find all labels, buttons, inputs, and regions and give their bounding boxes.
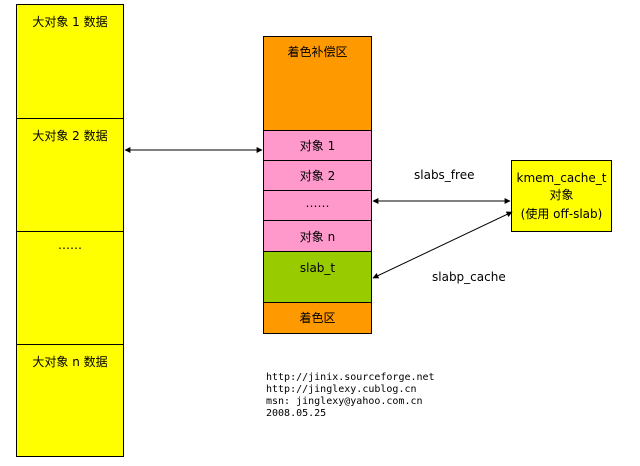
large-object-1-label: 大对象 1 数据 [32,15,108,29]
slab-t-area: slab_t [263,251,372,303]
credit-line-3: msn: jinglexy@yahoo.com.cn [266,396,423,407]
slabs-free-label: slabs_free [414,168,475,182]
kmem-cache-box: kmem_cache_t 对象 (使用 off-slab) [511,160,612,232]
credit-line-1: http://jinix.sourceforge.net [266,372,435,383]
object-n-label: 对象 n [299,230,336,244]
object-1-cell: 对象 1 [263,130,372,161]
object-n-cell: 对象 n [263,220,372,252]
object-1-label: 对象 1 [299,139,336,153]
kmem-cache-line2: 对象 [549,188,574,202]
kmem-cache-line1: kmem_cache_t [516,171,607,185]
object-2-label: 对象 2 [299,169,336,183]
object-2-cell: 对象 2 [263,160,372,191]
slabp-cache-arrow [372,211,513,279]
color-pad-label: 着色补偿区 [287,45,348,59]
large-object-n-cell: 大对象 n 数据 [16,344,124,457]
large-object-2-cell: 大对象 2 数据 [16,118,124,232]
large-object-2-label: 大对象 2 数据 [32,129,108,143]
kmem-cache-line3: (使用 off-slab) [520,207,603,221]
large-object-ellipsis-cell: …… [16,231,124,345]
color-pad-area: 着色补偿区 [263,36,372,131]
credit-line-4: 2008.05.25 [266,408,327,419]
color-area-label: 着色区 [299,311,336,325]
large-object-ellipsis-label: …… [58,238,82,252]
large-object-1-cell: 大对象 1 数据 [16,4,124,119]
slab-t-label: slab_t [299,261,336,275]
color-area: 着色区 [263,302,372,334]
object-ellipsis-label: …… [305,196,330,210]
credit-line-2: http://jinglexy.cublog.cn [266,384,417,395]
large-object-n-label: 大对象 n 数据 [32,355,108,369]
